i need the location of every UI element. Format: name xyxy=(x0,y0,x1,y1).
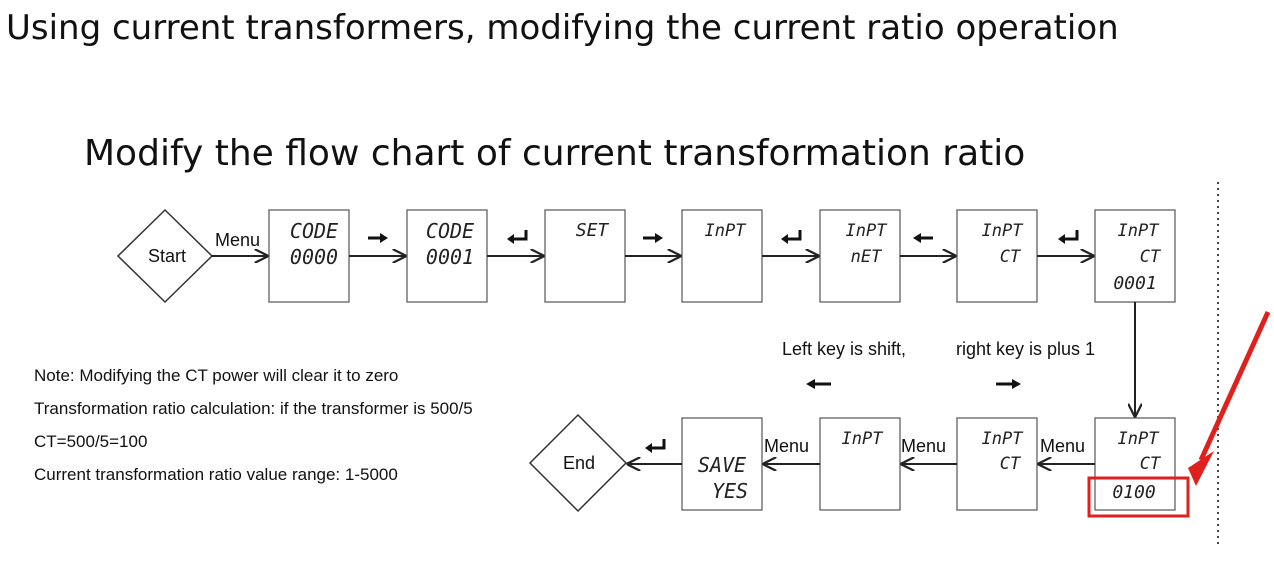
end-node: End xyxy=(528,413,628,513)
lcd-line: SET xyxy=(576,220,610,241)
note-line: Transformation ratio calculation: if the… xyxy=(34,399,473,418)
lcd-line: 0000 xyxy=(290,245,338,269)
display-box-save-yes: SAVE YES xyxy=(681,417,763,511)
lcd-line: CODE xyxy=(426,219,474,243)
right-key-icon xyxy=(643,233,663,243)
enter-key-icon xyxy=(645,439,666,453)
left-key-icon xyxy=(913,233,933,243)
right-key-hint: right key is plus 1 xyxy=(956,339,1095,359)
display-box-set: SET xyxy=(544,209,626,303)
lcd-line: 0001 xyxy=(426,245,474,269)
right-key-icon xyxy=(996,379,1021,389)
lcd-line: 0001 xyxy=(1113,273,1156,294)
lcd-line: CT xyxy=(1140,454,1162,474)
lcd-line: InPT xyxy=(982,221,1025,241)
display-box-inpt-ct-0001: InPT CT 0001 xyxy=(1094,209,1176,303)
display-box-inpt-net: InPT nET xyxy=(819,209,901,303)
enter-key-icon xyxy=(781,230,802,244)
start-node: Start xyxy=(116,208,214,304)
highlight-box xyxy=(1087,476,1190,518)
lcd-line: SAVE xyxy=(698,453,746,477)
enter-key-icon xyxy=(507,230,528,244)
lcd-line: CT xyxy=(1000,247,1022,267)
lcd-line: CODE xyxy=(290,219,338,243)
menu-label: Menu xyxy=(764,436,809,456)
flow-arrows-top xyxy=(212,256,1135,416)
lcd-line: InPT xyxy=(1118,429,1161,449)
display-box-inpt-ct-lower: InPT CT xyxy=(956,417,1038,511)
start-label: Start xyxy=(148,246,186,266)
display-box-code-0000: CODE 0000 xyxy=(268,209,350,303)
page-title: Using current transformers, modifying th… xyxy=(6,8,1119,48)
right-key-icon xyxy=(368,233,388,243)
display-box-inpt-ct: InPT CT xyxy=(956,209,1038,303)
lcd-line: InPT xyxy=(705,221,748,241)
highlight-arrow-icon xyxy=(1188,310,1271,486)
lcd-line: YES xyxy=(712,479,748,503)
menu-label: Menu xyxy=(901,436,946,456)
menu-label: Menu xyxy=(1040,436,1085,456)
lcd-line: nET xyxy=(851,247,883,267)
flowchart-title: Modify the flow chart of current transfo… xyxy=(84,133,1026,174)
menu-label: Menu xyxy=(215,230,260,250)
display-box-code-0001: CODE 0001 xyxy=(406,209,488,303)
lcd-line: CT xyxy=(1140,247,1162,267)
lcd-line: InPT xyxy=(842,429,885,449)
note-line: CT=500/5=100 xyxy=(34,432,148,451)
end-label: End xyxy=(563,453,595,473)
lcd-line: 0100 xyxy=(1112,482,1155,503)
lcd-line: InPT xyxy=(846,221,889,241)
lcd-line: CT xyxy=(1000,454,1022,474)
left-key-icon xyxy=(806,379,831,389)
left-key-hint: Left key is shift, xyxy=(782,339,906,359)
display-box-inpt-ct-0100: InPT CT 0100 xyxy=(1094,417,1176,511)
note-line: Current transformation ratio value range… xyxy=(34,465,398,484)
note-line: Note: Modifying the CT power will clear … xyxy=(34,366,399,385)
lcd-line: InPT xyxy=(1118,221,1161,241)
enter-key-icon xyxy=(1058,230,1079,244)
display-box-inpt-lower: InPT xyxy=(819,417,901,511)
lcd-line: InPT xyxy=(982,429,1025,449)
display-box-inpt: InPT xyxy=(681,209,763,303)
